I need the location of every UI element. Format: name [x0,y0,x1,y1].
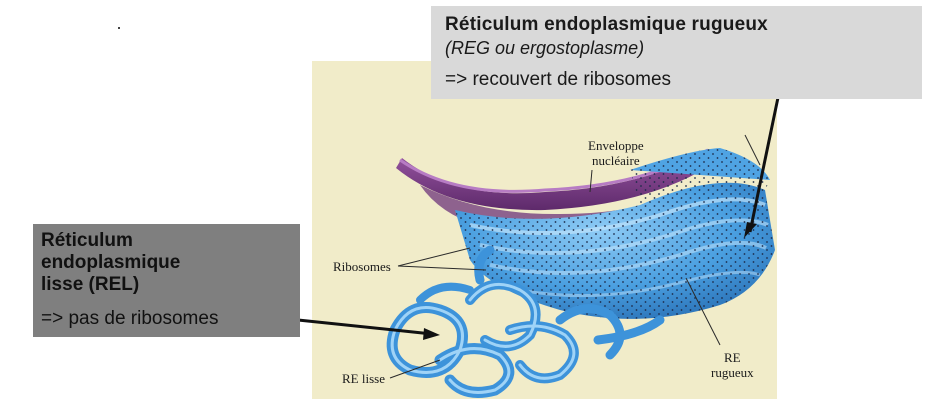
arrow-rel [297,318,440,340]
callout-rel: Réticulum endoplasmique lisse (REL) => p… [33,224,300,337]
callout-rel-title: Réticulum endoplasmique lisse (REL) [41,230,181,295]
rough-er-shape [455,148,775,319]
callout-reg: Réticulum endoplasmique rugueux (REG ou … [431,6,922,99]
callout-rel-note: => pas de ribosomes [41,308,219,329]
label-nuclear-envelope: Enveloppe nucléaire [588,138,644,168]
smooth-er-shape [386,245,665,398]
label-re-lisse: RE lisse [342,371,385,386]
callout-reg-note: => recouvert de ribosomes [445,69,672,90]
callout-reg-subtitle: (REG ou ergostoplasme) [445,38,645,58]
label-ribosomes: Ribosomes [333,259,391,274]
stray-dot [118,27,120,29]
callout-reg-title: Réticulum endoplasmique rugueux [445,14,768,35]
arrow-reg [744,87,782,238]
label-re-rugueux: RE rugueux [711,350,754,380]
figure-leader-lines [389,134,761,379]
